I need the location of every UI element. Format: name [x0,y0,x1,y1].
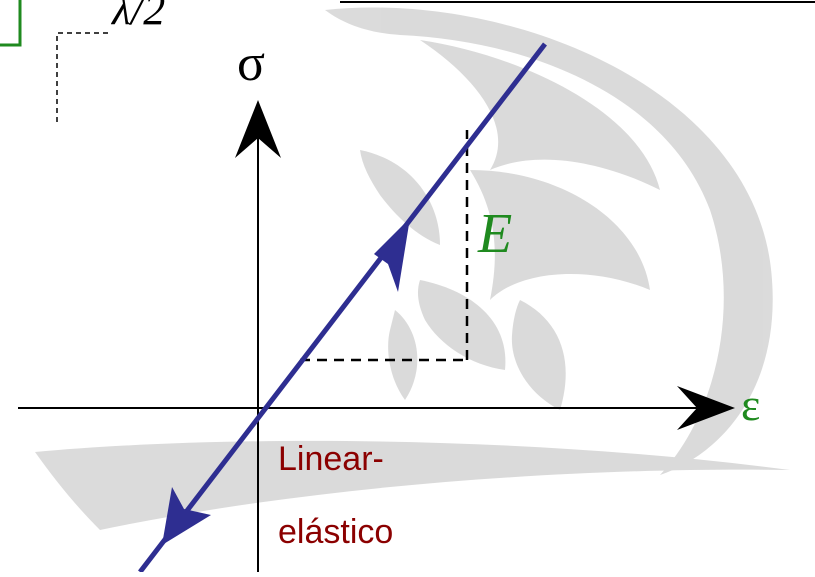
watermark-petal-lower [512,300,566,410]
loading-arrowhead [374,218,410,292]
watermark-swoosh [35,441,790,530]
corner-dashed-lines [57,33,112,122]
watermark-logo [35,7,790,530]
epsilon-label: ε [741,379,760,430]
sigma-label: σ [237,35,265,92]
loading-unloading-line [140,44,545,572]
material-label-line2: elástico [278,513,393,551]
watermark-petal-upper [420,40,660,190]
corner-box-edge [0,0,20,45]
material-label-line1: Linear- [278,440,384,478]
lambda-half-label: λ/2 [110,0,165,34]
modulus-label: E [477,203,512,265]
watermark-petal-small [388,310,417,400]
elastic-line [140,44,545,572]
